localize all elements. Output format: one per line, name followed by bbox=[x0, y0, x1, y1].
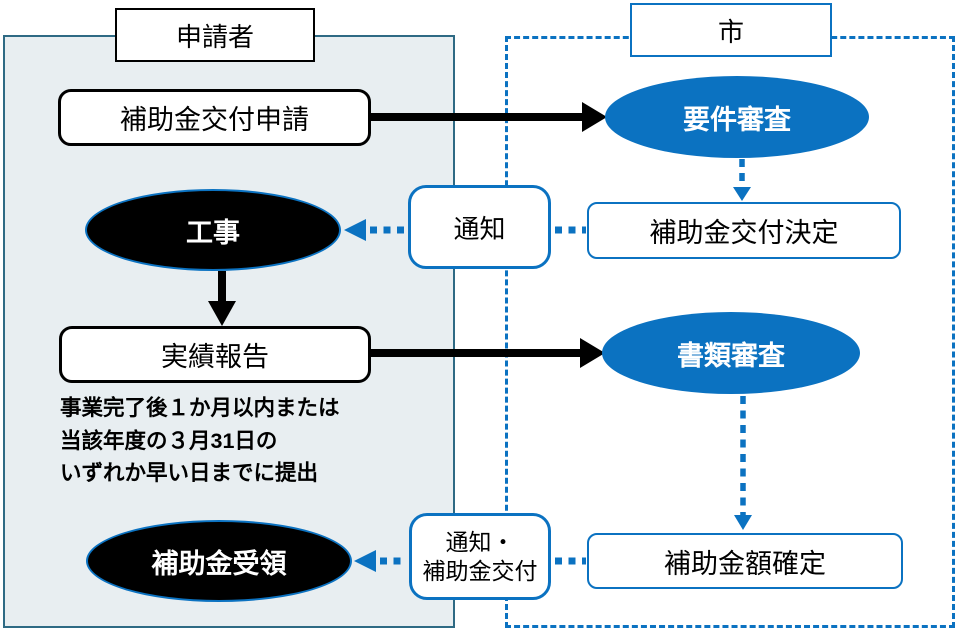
arrow-application-to-review-head bbox=[582, 102, 607, 132]
arrow-construction-to-report-head bbox=[208, 301, 236, 326]
applicant-title-label: 申請者 bbox=[175, 21, 254, 52]
construction-ellipse: 工事 bbox=[85, 189, 341, 271]
grant-application-box: 補助金交付申請 bbox=[58, 89, 371, 146]
arrow-noticepayment-to-receipt-head bbox=[354, 550, 376, 572]
notice-payment-box: 通知・ 補助金交付 bbox=[409, 513, 551, 600]
result-report-label: 実績報告 bbox=[161, 342, 269, 372]
subsidy-receipt-label: 補助金受領 bbox=[151, 548, 287, 579]
document-review-ellipse: 書類審査 bbox=[602, 312, 860, 394]
notice-label: 通知 bbox=[453, 213, 506, 244]
notice-payment-line2: 補助金交付 bbox=[422, 557, 538, 584]
requirement-review-label: 要件審査 bbox=[683, 104, 791, 135]
amount-determination-label: 補助金額確定 bbox=[664, 548, 826, 579]
arrow-report-to-docreview-head bbox=[580, 338, 605, 368]
city-title-label: 市 bbox=[717, 16, 744, 47]
document-review-label: 書類審査 bbox=[677, 340, 785, 371]
arrow-docreview-to-amount-head bbox=[734, 515, 752, 530]
deadline-note: 事業完了後１か月以内または 当該年度の３月31日の いずれか早い日までに提出 bbox=[60, 392, 340, 490]
result-report-box: 実績報告 bbox=[59, 326, 371, 383]
city-title-box: 市 bbox=[630, 3, 832, 57]
construction-label: 工事 bbox=[186, 217, 240, 248]
subsidy-receipt-ellipse: 補助金受領 bbox=[86, 520, 352, 602]
grant-decision-label: 補助金交付決定 bbox=[649, 218, 839, 248]
notice-box: 通知 bbox=[408, 185, 551, 269]
arrow-review-to-decision-head bbox=[733, 187, 751, 201]
deadline-note-line2: 当該年度の３月31日の bbox=[60, 428, 278, 453]
arrow-notice-to-construction-head bbox=[344, 219, 366, 241]
grant-decision-box: 補助金交付決定 bbox=[587, 202, 901, 259]
deadline-note-line1: 事業完了後１か月以内または bbox=[60, 396, 340, 420]
notice-payment-line1: 通知・ bbox=[445, 528, 515, 555]
applicant-title-box: 申請者 bbox=[115, 8, 315, 62]
deadline-note-line3: いずれか早い日までに提出 bbox=[60, 461, 319, 485]
requirement-review-ellipse: 要件審査 bbox=[605, 76, 869, 158]
grant-application-label: 補助金交付申請 bbox=[120, 105, 309, 135]
amount-determination-box: 補助金額確定 bbox=[587, 533, 903, 589]
